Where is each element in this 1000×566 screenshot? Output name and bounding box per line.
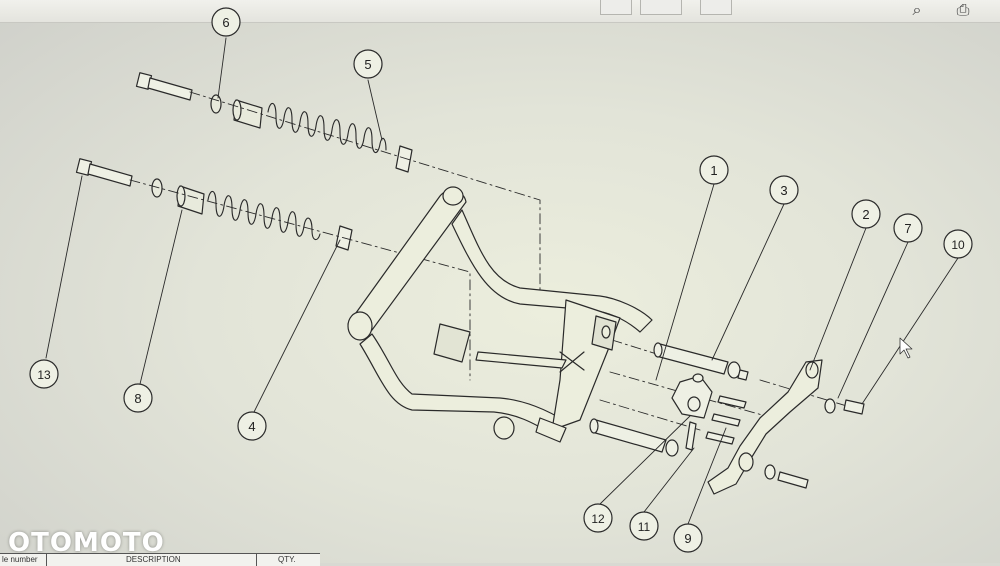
- main-frame: [347, 186, 653, 443]
- svg-text:12: 12: [591, 512, 605, 526]
- lower-bolt: [75, 158, 133, 187]
- callout-8: 8: [123, 383, 153, 413]
- callout-2: 2: [851, 199, 881, 229]
- watermark-logo: OTOMOTO: [8, 528, 165, 558]
- svg-text:9: 9: [684, 531, 691, 546]
- arm-part-2: [707, 359, 823, 495]
- small-bolts: [685, 395, 747, 451]
- block-part-12: [671, 373, 713, 419]
- callout-6: 6: [211, 7, 241, 37]
- svg-text:2: 2: [862, 207, 869, 222]
- search-icon[interactable]: ⌕: [912, 0, 922, 19]
- svg-text:7: 7: [904, 221, 911, 236]
- svg-text:8: 8: [134, 391, 141, 406]
- callout-12: 12: [583, 503, 613, 533]
- bom-col-number: le number: [2, 555, 38, 564]
- svg-text:13: 13: [37, 368, 51, 382]
- svg-text:10: 10: [951, 238, 965, 252]
- pin-lower: [589, 418, 679, 457]
- callout-9: 9: [673, 523, 703, 553]
- washer-part-7: [824, 398, 836, 414]
- upper-spring: [267, 102, 387, 154]
- upper-plate: [395, 145, 413, 173]
- center-lines: [129, 91, 861, 431]
- bom-col-qty: QTY.: [278, 555, 296, 564]
- callout-1: 1: [699, 155, 729, 185]
- toolbar-field[interactable]: [600, 0, 632, 15]
- svg-text:11: 11: [638, 520, 651, 534]
- svg-text:5: 5: [364, 57, 371, 72]
- svg-text:1: 1: [710, 163, 717, 178]
- toolbar-field[interactable]: [640, 0, 682, 15]
- lower-washer: [151, 178, 163, 198]
- upper-washer: [210, 94, 222, 114]
- callout-4: 4: [237, 411, 267, 441]
- callout-7: 7: [893, 213, 923, 243]
- callout-5: 5: [353, 49, 383, 79]
- print-icon[interactable]: ⎙: [956, 0, 970, 19]
- lower-spring: [207, 190, 321, 241]
- svg-text:6: 6: [222, 15, 229, 30]
- callout-13: 13: [29, 359, 59, 389]
- bom-col-description: DESCRIPTION: [126, 555, 181, 564]
- callout-10: 10: [943, 229, 973, 259]
- callout-11: 11: [629, 511, 659, 541]
- callout-balloons: 6 5 1 3 2 7 10 13 8 4 12 11 9: [29, 7, 973, 553]
- toolbar-field[interactable]: [700, 0, 732, 15]
- upper-bolt: [135, 72, 193, 101]
- svg-text:4: 4: [248, 419, 255, 434]
- svg-text:3: 3: [780, 183, 787, 198]
- pin-part-3: [653, 342, 749, 381]
- callout-3: 3: [769, 175, 799, 205]
- toolbar: ⌕ ⎙: [0, 0, 1000, 23]
- mouse-cursor-icon: [899, 337, 913, 359]
- leader-lines: [45, 37, 959, 525]
- bolt-part-10: [843, 399, 865, 415]
